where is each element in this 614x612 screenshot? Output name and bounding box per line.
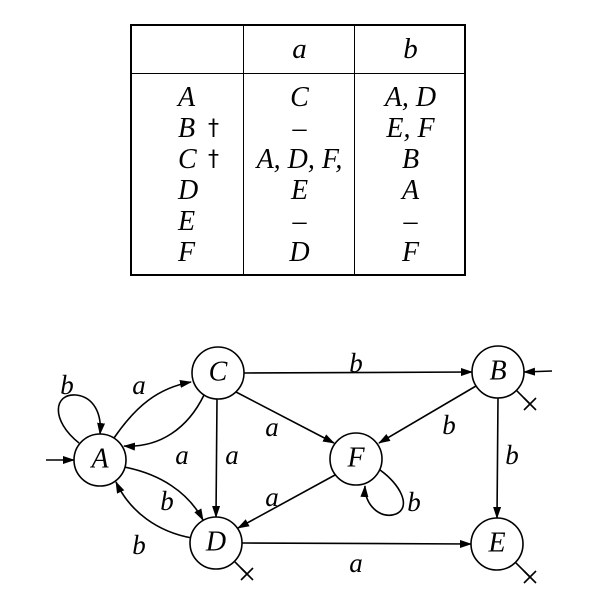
state-name: C [178,144,197,175]
state-name: E [178,206,196,237]
transition-b-cell: F [401,237,420,268]
transition-label: b [132,530,146,560]
transition-a-d: b [123,466,204,521]
transition-a-cell: – [292,113,307,144]
transition-d-e: a [241,539,472,578]
transition-label: a [175,440,189,470]
state-cell: B† [132,113,244,144]
transition-c-b: b [243,348,473,378]
header-cell-b: b [403,33,418,65]
transition-label: b [505,440,519,470]
accepting-cross-icon [234,561,254,581]
transition-a-cell: A, D, F, [256,144,343,175]
transition-arrow [378,385,477,444]
transition-c-d: a [212,398,239,518]
state-name: D [178,175,199,206]
state-node-d: D [189,516,254,581]
transition-arrow [243,368,473,377]
transition-label: a [265,482,279,512]
dagger-mark: † [208,147,219,172]
state-circle [470,517,524,571]
state-circle [329,432,383,486]
state-cell: C† [132,144,244,175]
transition-b-cell: E, F [386,113,435,144]
state-node-a: A [46,433,127,487]
transition-c-f: a [235,391,335,444]
state-circle [191,346,245,400]
state-circle [73,433,127,487]
transition-arrow [237,474,336,529]
transition-label: b [442,410,456,440]
state-label: F [346,442,365,473]
transition-arrow [113,380,192,439]
transition-a-c: a [113,370,192,439]
transition-b-cell: A, D [384,82,437,113]
transition-b-cell: A [401,175,420,206]
transition-arrow [241,539,472,548]
transition-arrow [235,391,335,444]
state-cell: F [132,237,244,268]
state-name: B [178,113,196,144]
initial-arrow [523,367,553,376]
transition-d-a: b [115,481,193,560]
transition-a-cell: C [290,82,309,113]
state-cell: E [132,206,244,237]
transition-arrow [212,398,221,518]
table-divider [354,26,355,274]
transition-arrow [360,469,405,517]
transition-b-f: b [378,385,477,444]
accepting-cross-icon [516,390,537,411]
state-circle [471,345,525,399]
table-header-rule [132,73,464,74]
accepting-cross-icon [515,562,537,584]
state-node-f: F [329,432,383,486]
state-name: F [178,237,196,268]
state-name: A [178,82,196,113]
transition-arrow [123,394,205,451]
transition-label: b [349,348,363,378]
transition-label: a [132,370,146,400]
state-label: A [89,443,109,474]
state-node-c: C [191,346,245,400]
transition-f-f: b [360,469,421,517]
transition-label: b [160,486,174,516]
dagger-mark: † [208,116,219,141]
transition-a-cell: – [292,206,307,237]
header-cell-a: a [292,33,307,65]
state-node-e: E [470,517,537,584]
state-label: E [487,527,505,558]
state-label: C [209,356,228,387]
state-label: B [489,355,506,386]
transition-a-cell: D [289,237,310,268]
state-label: D [205,526,226,557]
state-node-b: B [471,345,553,411]
transition-a-cell: E [290,175,309,206]
transition-c-a: a [123,394,205,470]
transition-f-d: a [237,474,336,529]
state-circle [189,516,243,570]
transition-label: a [265,412,279,442]
transition-b-e: b [493,397,519,519]
transition-label: a [349,548,363,578]
transition-arrow [123,466,204,521]
state-cell: D [132,175,244,206]
transition-arrow [493,397,502,519]
state-cell: A [132,82,244,113]
transition-label: b [60,370,74,400]
symbol-a-column: a C–A, D, F,E–D [244,26,355,274]
transition-b-cell: B [401,144,420,175]
transition-label: a [225,440,239,470]
transition-label: b [407,487,421,517]
transition-arrow [57,394,106,444]
transition-arrow [115,481,193,539]
transition-a-a: b [57,370,106,444]
table-divider [243,26,244,274]
transition-b-cell: – [403,206,418,237]
